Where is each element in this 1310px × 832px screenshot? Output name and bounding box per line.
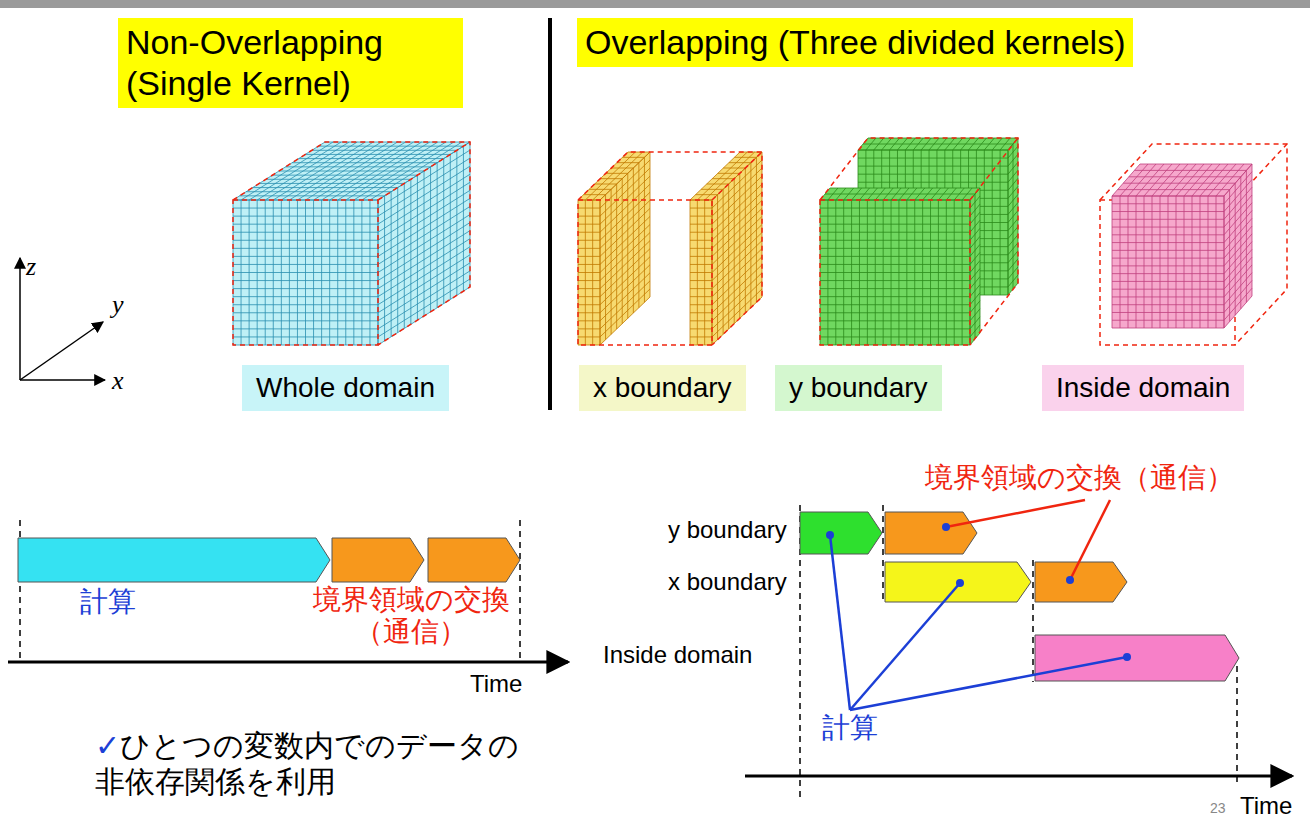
x-boundary-slab — [690, 152, 762, 345]
time-label: Time — [1240, 792, 1292, 820]
node-text: Non-Overlapping (Single Kernel) — [126, 22, 455, 104]
note: ✓ひとつの変数内でのデータの 非依存関係を利用 — [95, 728, 540, 800]
row-label: Inside domain — [603, 641, 752, 669]
time-label: Time — [470, 670, 522, 698]
heading-box: Non-Overlapping (Single Kernel) — [118, 18, 463, 108]
time-bar — [332, 538, 424, 582]
node-text: y boundary — [789, 371, 928, 405]
node-text: Overlapping (Three divided kernels) — [585, 22, 1125, 63]
domain-label: Whole domain — [242, 365, 449, 411]
node-text: x boundary — [593, 371, 732, 405]
heading-box: Overlapping (Three divided kernels) — [577, 18, 1133, 67]
note-text: ひとつの変数内でのデータの 非依存関係を利用 — [95, 729, 519, 798]
domain-label: Inside domain — [1042, 365, 1244, 411]
time-bar — [428, 538, 520, 582]
time-bar — [1035, 635, 1239, 681]
domain-outline — [1100, 144, 1287, 345]
inside-domain-cube — [1112, 164, 1252, 328]
exchange-label: 境界領域の交換 （通信） — [286, 584, 536, 648]
axis-label: z — [26, 252, 36, 282]
timeline-right — [745, 505, 1292, 800]
domain-outline — [820, 138, 1018, 345]
compute-label: 計算 — [822, 712, 878, 744]
leader-lines — [826, 500, 1131, 710]
domain-label: y boundary — [775, 365, 942, 411]
row-label: y boundary — [668, 516, 787, 544]
node-text: Inside domain — [1056, 371, 1230, 405]
node-text: Whole domain — [256, 371, 435, 405]
compute-label: 計算 — [80, 586, 136, 618]
divider — [548, 18, 552, 410]
axis-label: x — [112, 366, 124, 396]
domain-outline — [233, 142, 470, 345]
timeline-bars — [18, 512, 1239, 681]
header-bar — [0, 0, 1310, 8]
domain-label: x boundary — [579, 365, 746, 411]
time-bar — [1035, 562, 1127, 602]
time-bar — [18, 538, 330, 582]
time-bar — [885, 512, 977, 554]
time-bar — [800, 512, 882, 554]
timeline-left — [8, 520, 568, 662]
domain-outline — [578, 152, 762, 345]
time-bar — [885, 562, 1031, 602]
y-boundary-slab — [820, 188, 980, 345]
page-number: 23 — [1210, 800, 1226, 816]
check-mark: ✓ — [95, 729, 120, 762]
exchange-label: 境界領域の交換（通信） — [925, 462, 1234, 494]
whole-domain-cube — [233, 142, 470, 345]
x-boundary-slab — [578, 152, 650, 345]
axis-label: y — [112, 290, 124, 320]
domain-cubes — [233, 138, 1287, 345]
row-label: x boundary — [668, 568, 787, 596]
